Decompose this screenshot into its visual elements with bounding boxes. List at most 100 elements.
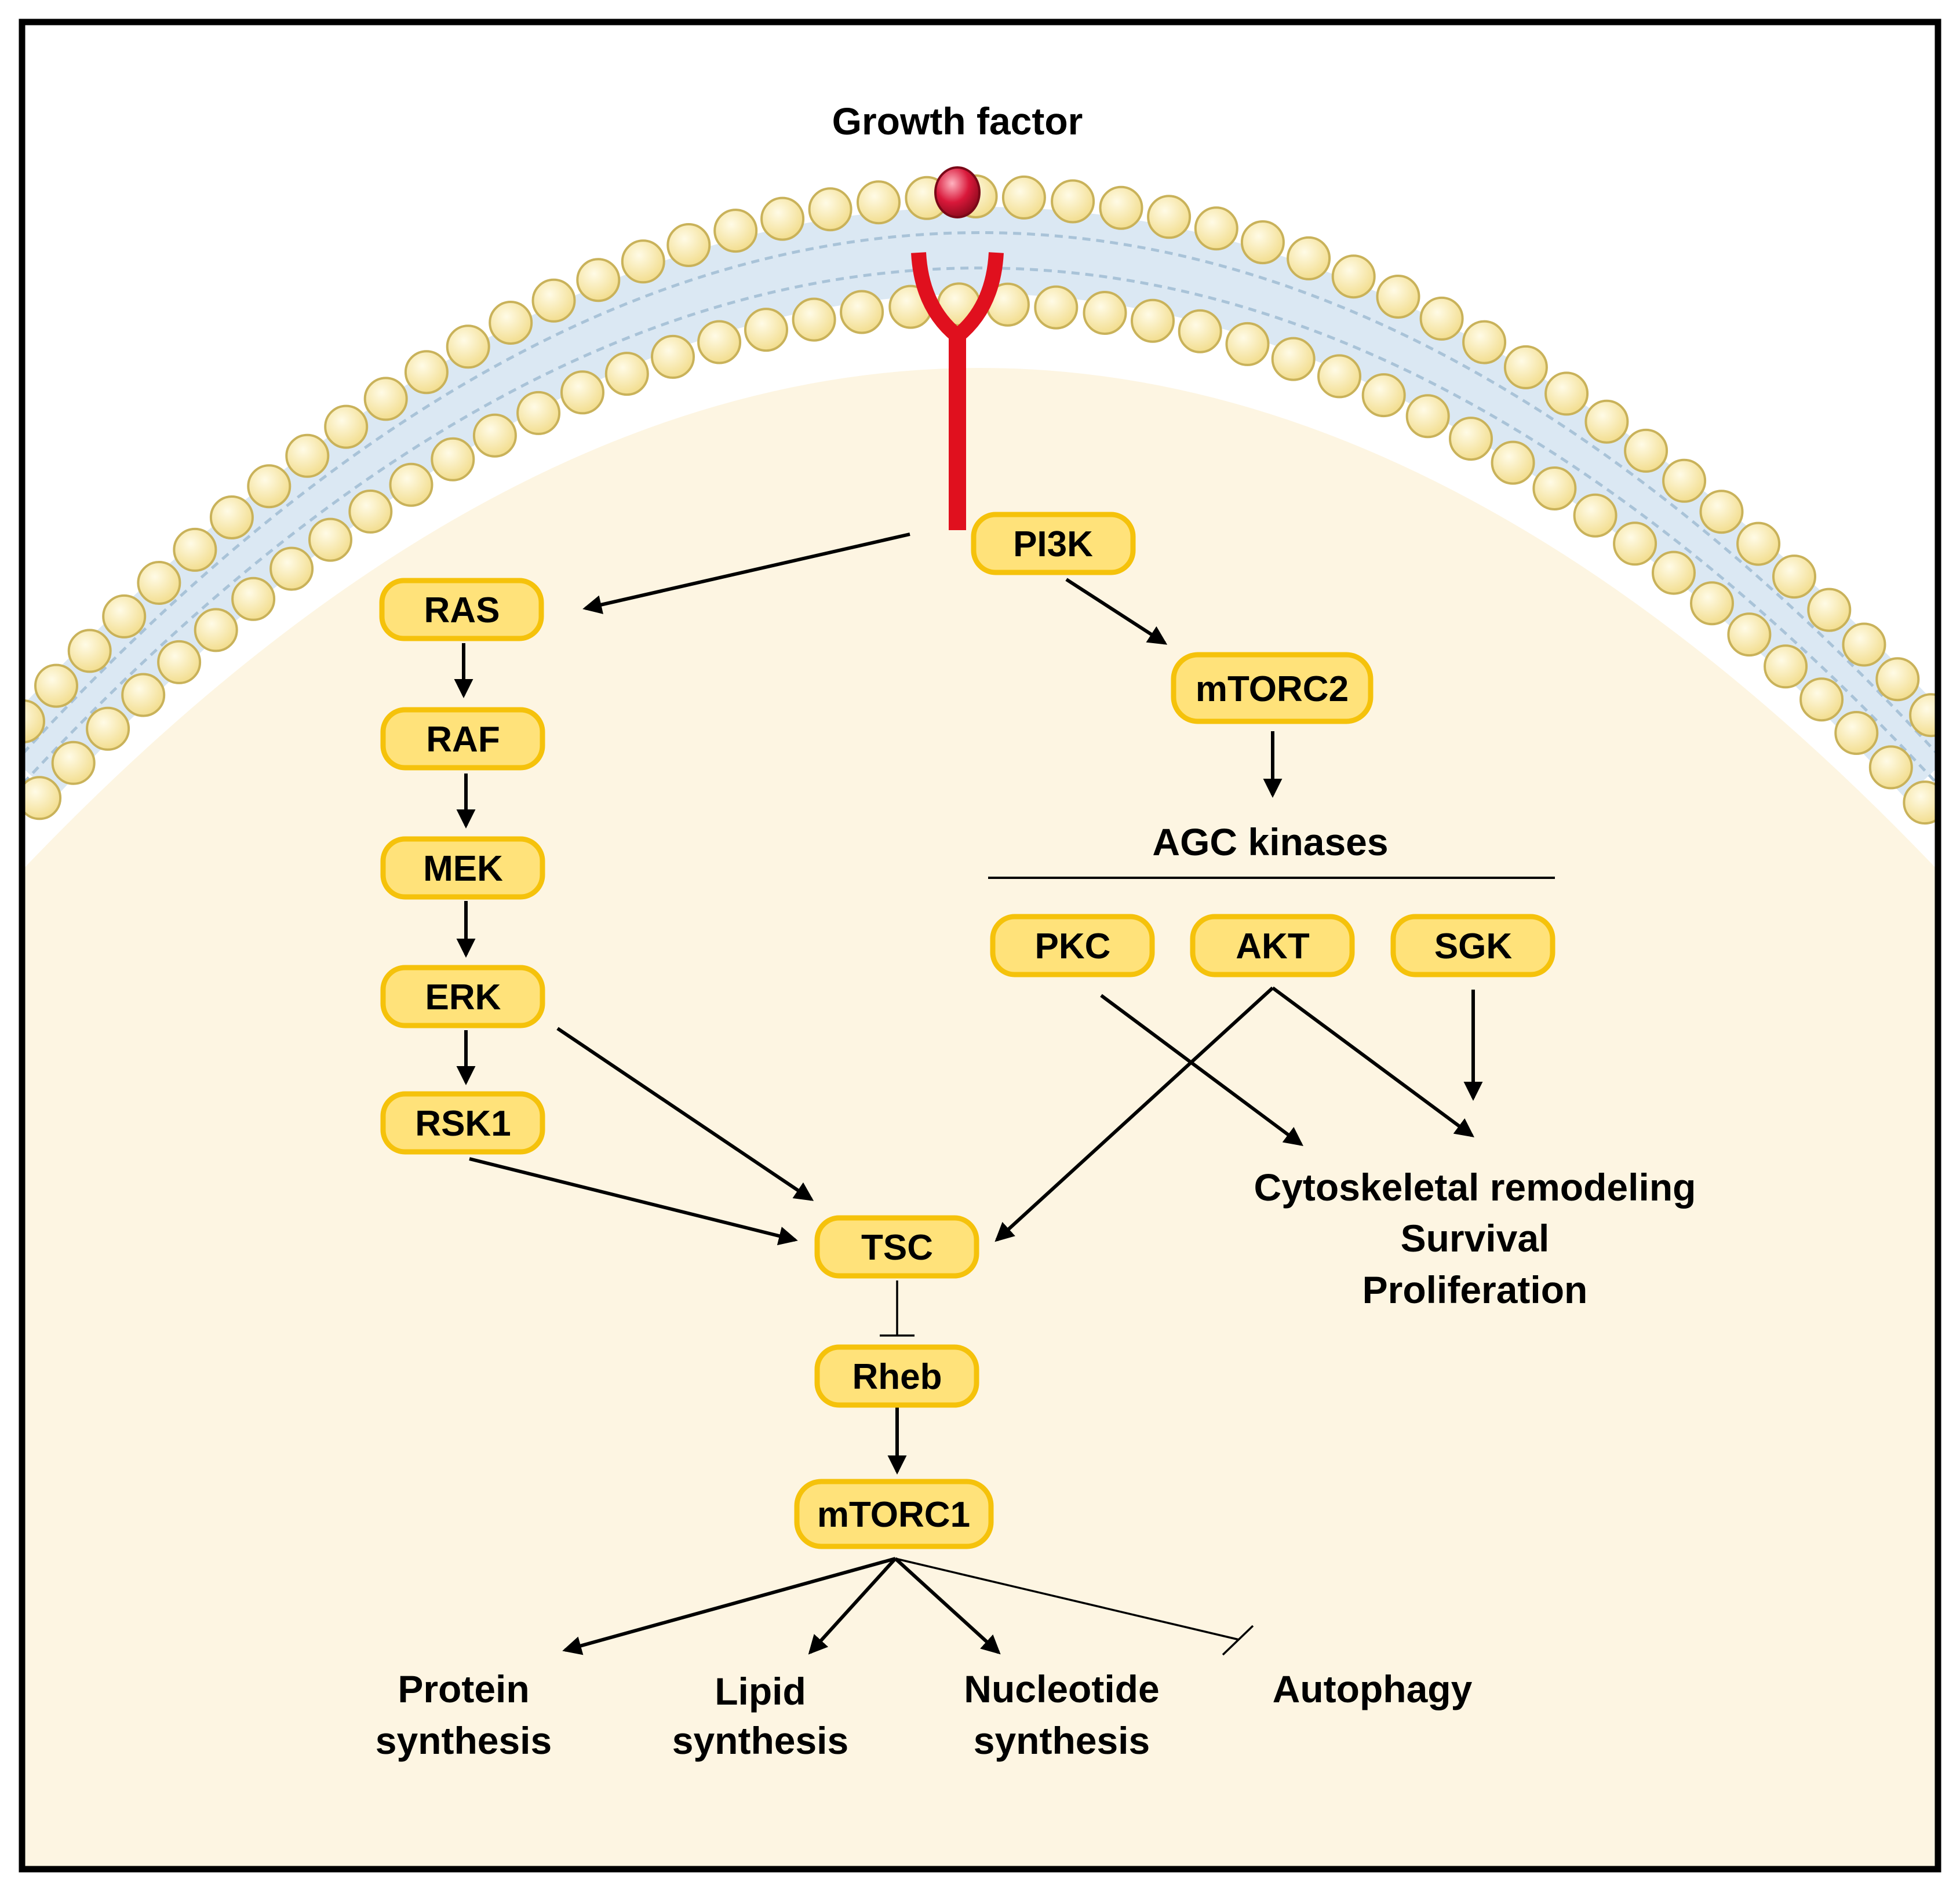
outcome-autophagy: Autophagy: [1273, 1668, 1473, 1710]
node-mtorc1-label: mTORC1: [817, 1495, 970, 1535]
lipid-head: [404, 350, 449, 395]
node-mtorc2-label: mTORC2: [1196, 669, 1349, 709]
lipid-head: [1083, 291, 1127, 335]
lipid-head: [1225, 322, 1270, 366]
lipid-head: [1361, 373, 1406, 418]
lipid-head: [1772, 554, 1816, 599]
receptor-icon: [911, 252, 1004, 530]
outcome-survival: Survival: [1401, 1217, 1550, 1260]
node-akt[interactable]: AKT: [1190, 914, 1355, 977]
node-ras[interactable]: RAS: [379, 578, 544, 641]
lipid-head: [446, 324, 490, 369]
lipid-head: [1462, 320, 1507, 364]
lipid-head: [666, 223, 711, 267]
node-sgk[interactable]: SGK: [1390, 914, 1555, 977]
lipid-head: [34, 663, 78, 708]
lipid-head: [102, 594, 147, 639]
lipid-head: [157, 640, 202, 684]
node-raf-label: RAF: [426, 720, 500, 760]
lipid-head: [269, 546, 314, 591]
lipid-head: [194, 608, 238, 652]
node-akt-label: AKT: [1236, 926, 1310, 966]
node-tsc[interactable]: TSC: [814, 1215, 979, 1279]
lipid-head: [516, 391, 561, 435]
arrow-akt-to-outcomes: [1272, 986, 1474, 1137]
lipid-head: [1449, 417, 1493, 461]
growth-factor-ligand: [934, 166, 981, 218]
lipid-head: [1532, 466, 1577, 510]
outcome-nucleotide-line2: synthesis: [974, 1719, 1150, 1762]
pathway-nodes: PI3K RAS RAF MEK ERK RSK1 mTORC2 PKC: [379, 512, 1555, 1549]
lipid-head: [285, 433, 330, 478]
lipid-head: [231, 577, 276, 621]
lipid-head: [576, 258, 621, 302]
lipid-head: [1875, 657, 1920, 702]
node-erk-label: ERK: [425, 977, 501, 1017]
lipid-head: [324, 404, 369, 449]
pathway-arrows: [454, 532, 1483, 1656]
lipid-head: [363, 377, 408, 421]
node-erk[interactable]: ERK: [380, 965, 545, 1028]
node-rsk1-label: RSK1: [415, 1104, 511, 1144]
outcome-protein-line2: synthesis: [376, 1719, 552, 1762]
outcome-lipid-line2: synthesis: [672, 1719, 848, 1762]
lipid-head: [621, 239, 665, 284]
outcome-nucleotide-line1: Nucleotide: [964, 1668, 1159, 1710]
lipid-head: [472, 413, 517, 458]
lipid-head: [1240, 220, 1285, 265]
lipid-head: [173, 527, 217, 572]
node-tsc-label: TSC: [861, 1228, 933, 1268]
lipid-head: [1652, 550, 1696, 595]
lipid-head: [713, 209, 758, 253]
outcome-protein-line1: Protein: [398, 1668, 529, 1710]
lipid-head: [1376, 275, 1420, 319]
inhibition-mtorc1-to-autophagy-bar: [1222, 1625, 1254, 1656]
node-mtorc2[interactable]: mTORC2: [1171, 652, 1374, 724]
outcome-labels: Cytoskeletal remodeling Survival Prolife…: [376, 1166, 1696, 1762]
node-pkc-label: PKC: [1035, 926, 1111, 966]
lipid-head: [1909, 693, 1940, 738]
node-pkc[interactable]: PKC: [990, 914, 1155, 977]
arrow-receptor-to-ras: [582, 532, 910, 614]
lipid-head: [1034, 285, 1079, 330]
node-mek[interactable]: MEK: [380, 836, 545, 900]
lipid-head: [1690, 581, 1734, 626]
arrow-pkc-to-outcomes: [1100, 994, 1303, 1146]
lipid-head: [1001, 175, 1046, 220]
arrow-pi3k-to-mtorc2: [1065, 578, 1168, 645]
lipid-head: [121, 673, 166, 717]
lipid-head: [137, 561, 181, 605]
node-rheb-label: Rheb: [853, 1357, 942, 1397]
lipid-head: [808, 187, 853, 232]
node-rsk1[interactable]: RSK1: [380, 1091, 545, 1155]
lipid-head: [389, 462, 433, 507]
lipid-head: [857, 180, 901, 225]
lipid-head: [840, 290, 884, 334]
lipid-head: [1903, 780, 1940, 825]
growth-factor-label: Growth factor: [832, 100, 1083, 143]
node-pi3k[interactable]: PI3K: [971, 512, 1136, 575]
agc-kinases-label: AGC kinases: [1152, 820, 1388, 863]
arrow-mtorc1-to-nucleotide: [894, 1557, 1001, 1655]
lipid-head: [1405, 394, 1450, 439]
lipid-head: [1317, 354, 1361, 399]
node-sgk-label: SGK: [1434, 926, 1513, 966]
node-mtorc1[interactable]: mTORC1: [794, 1479, 994, 1549]
lipid-head: [1131, 298, 1175, 343]
lipid-head: [1699, 490, 1744, 534]
lipid-head: [1764, 644, 1808, 689]
lipid-head: [209, 495, 254, 539]
lipid-head: [308, 517, 352, 562]
membrane-lipid-heads: [22, 174, 1940, 825]
outcome-proliferation: Proliferation: [1362, 1268, 1588, 1311]
lipid-head: [1624, 428, 1668, 473]
lipid-head: [1331, 254, 1376, 299]
lipid-head: [1662, 458, 1707, 503]
lipid-head: [348, 489, 393, 534]
node-raf[interactable]: RAF: [380, 707, 545, 771]
node-mek-label: MEK: [423, 849, 503, 889]
lipid-head: [247, 464, 292, 509]
arrow-mtorc1-to-lipid: [808, 1557, 897, 1655]
node-rheb[interactable]: Rheb: [814, 1344, 979, 1408]
